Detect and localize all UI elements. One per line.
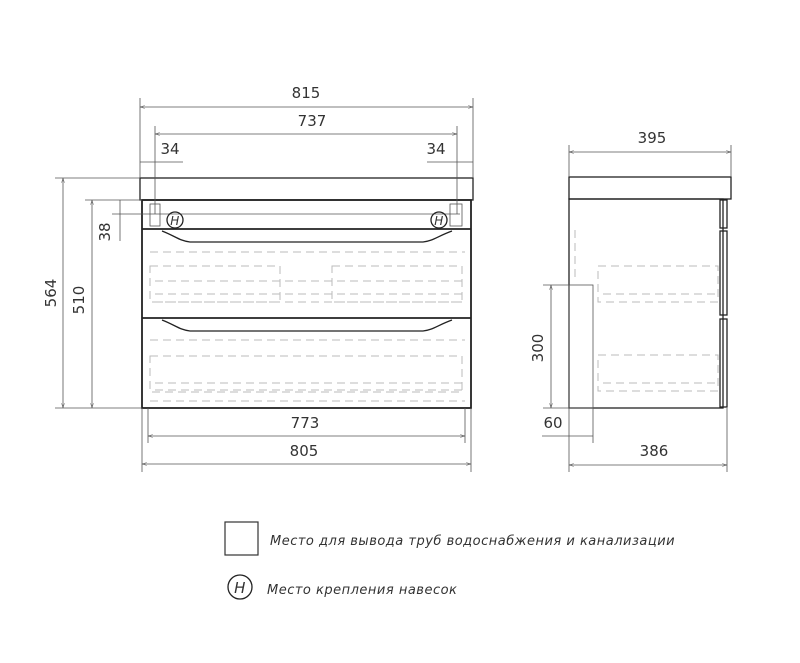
legend-mount-points: Место крепления навесок bbox=[267, 583, 457, 598]
hinge-label: H bbox=[434, 214, 444, 228]
mount-bracket-right bbox=[449, 203, 463, 227]
side-view: 395 300 60 386 bbox=[529, 129, 731, 472]
hinge-label: H bbox=[170, 214, 180, 228]
drawer-handle-top bbox=[161, 230, 453, 243]
rail-front bbox=[719, 199, 728, 229]
dim-overall-depth: 395 bbox=[638, 129, 667, 147]
legend-pipe-area: Место для вывода труб водоснабжения и ка… bbox=[270, 534, 675, 549]
hatch-icon bbox=[224, 521, 259, 556]
dim-body-width: 805 bbox=[290, 442, 319, 460]
legend: Место для вывода труб водоснабжения и ка… bbox=[224, 521, 675, 600]
dim-right-offset: 34 bbox=[426, 140, 445, 158]
dim-left-offset: 34 bbox=[160, 140, 179, 158]
dim-body-height: 510 bbox=[70, 286, 88, 315]
drawer-front-bottom bbox=[719, 318, 728, 408]
mount-symbol-label: H bbox=[234, 579, 246, 597]
dim-body-depth: 386 bbox=[640, 442, 669, 460]
pipe-zone-hatch bbox=[568, 284, 594, 409]
hidden-lines bbox=[149, 251, 465, 402]
dim-mount-height: 38 bbox=[96, 222, 114, 241]
drawer-handle-bottom bbox=[161, 319, 453, 332]
dim-mount-span: 737 bbox=[298, 112, 327, 130]
dim-inner-width: 773 bbox=[291, 414, 320, 432]
dim-pipe-zone-depth: 60 bbox=[543, 414, 562, 432]
cabinet-body bbox=[141, 199, 472, 409]
hinge-symbol-right: H bbox=[430, 211, 448, 229]
countertop bbox=[139, 177, 474, 201]
dim-overall-width: 815 bbox=[292, 84, 321, 102]
dim-pipe-zone-height: 300 bbox=[529, 334, 547, 363]
dim-total-height: 564 bbox=[42, 279, 60, 308]
front-view: H H 815 737 34 34 564 510 38 773 805 bbox=[42, 84, 473, 472]
hidden-lines-side bbox=[574, 230, 719, 392]
countertop-side bbox=[568, 176, 732, 200]
hinge-symbol-left: H bbox=[166, 211, 184, 229]
drawer-front-top bbox=[719, 230, 728, 316]
cabinet-side bbox=[568, 198, 724, 409]
mount-symbol-icon bbox=[227, 574, 253, 600]
